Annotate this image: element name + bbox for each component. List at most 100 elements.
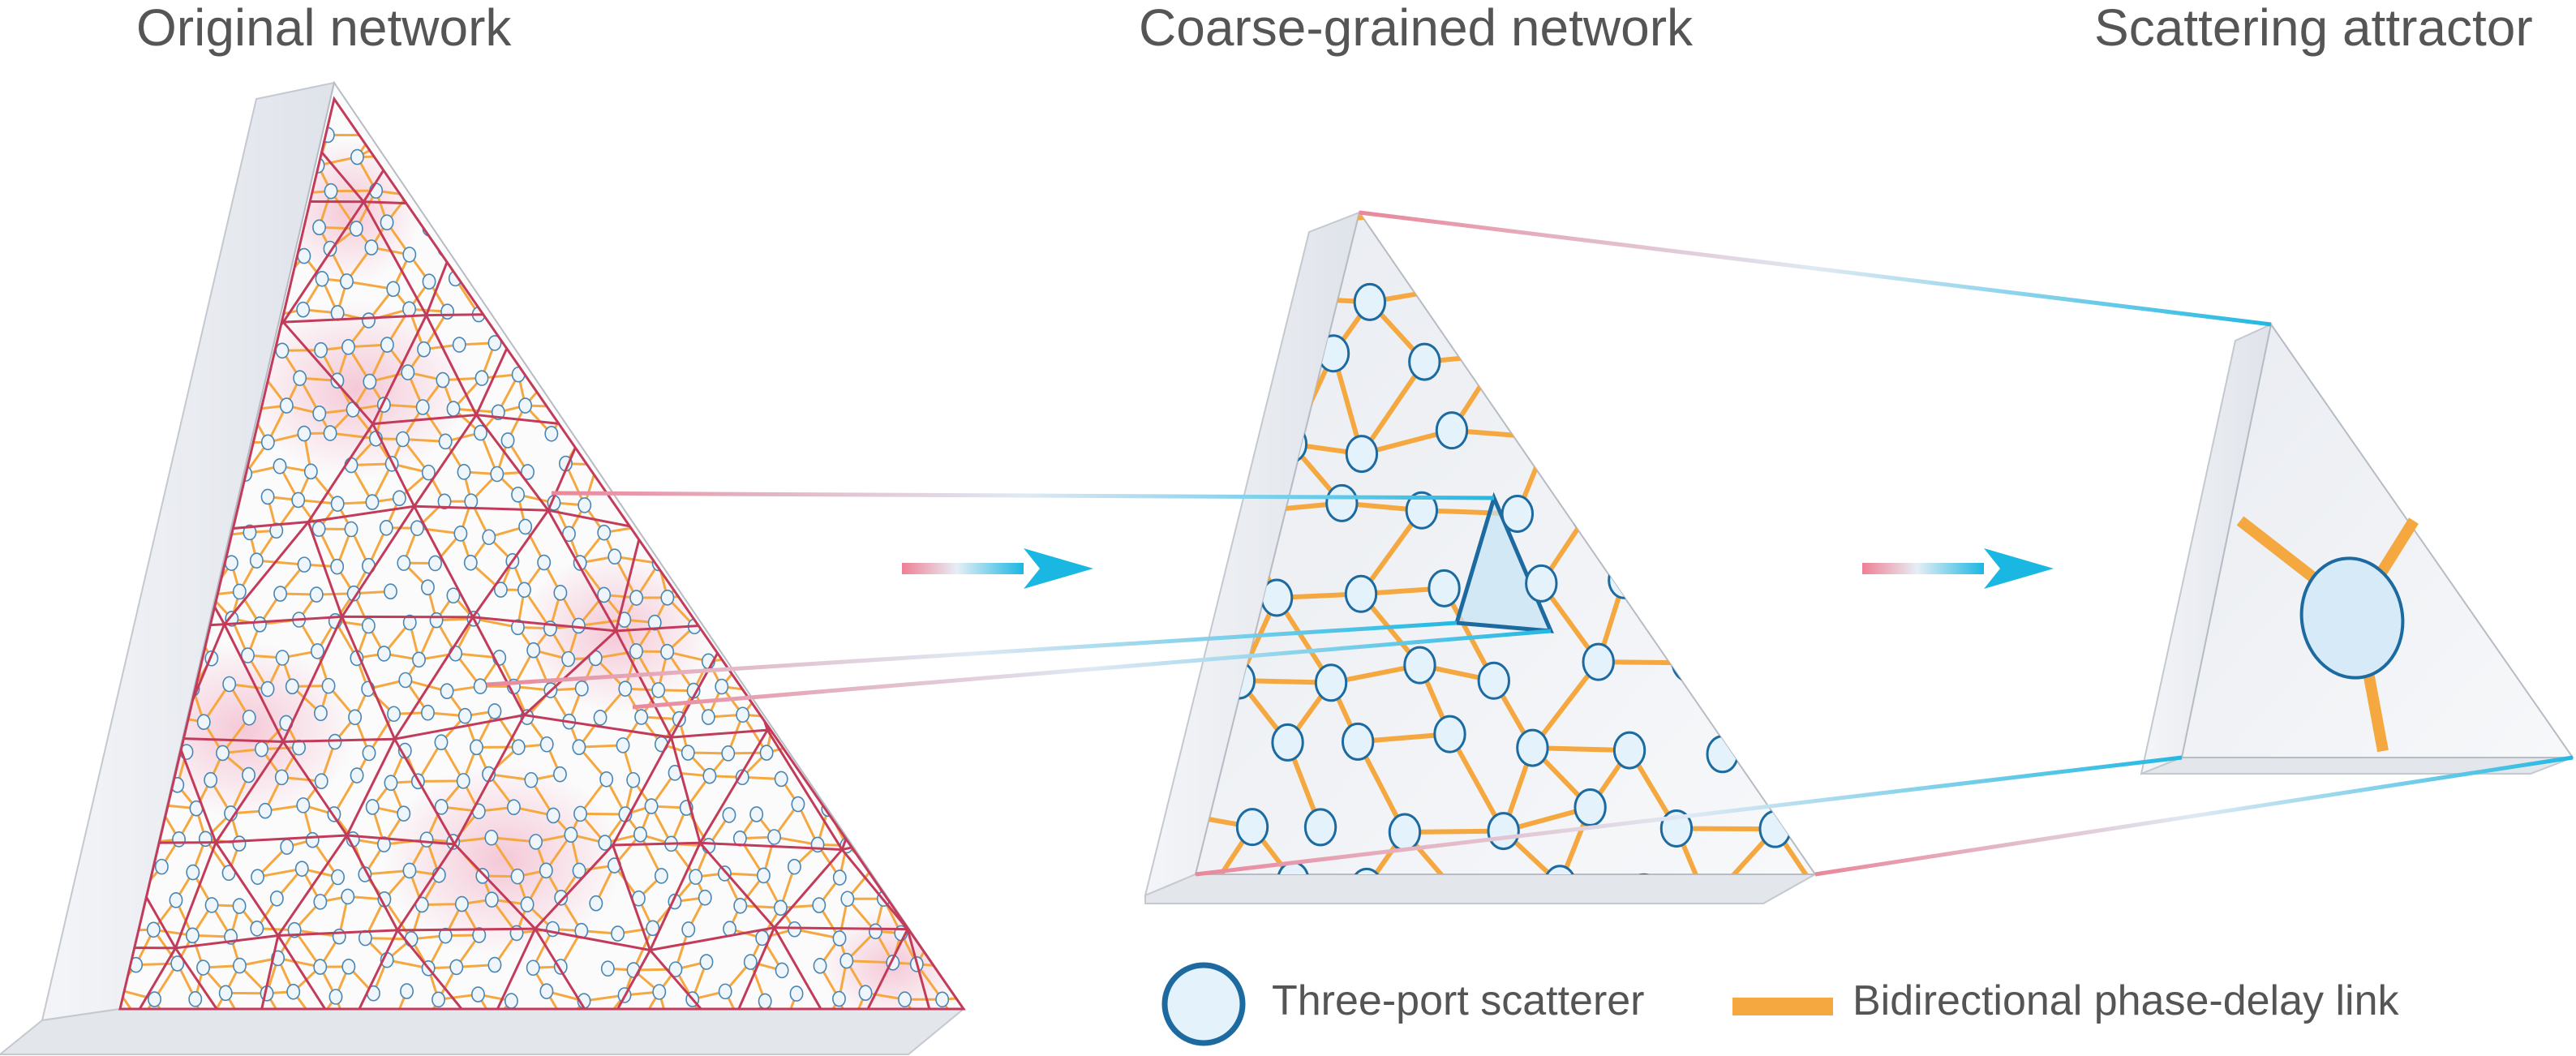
coarse-scatterer bbox=[1792, 572, 1815, 611]
mesh-link bbox=[817, 437, 838, 475]
mesh-link bbox=[505, 281, 527, 312]
coarse-link bbox=[1714, 579, 1761, 664]
mesh-link bbox=[938, 805, 964, 811]
cell-edge bbox=[120, 947, 177, 1009]
mesh-node bbox=[634, 709, 649, 725]
coarse-scatterer bbox=[1132, 512, 1162, 547]
mesh-node bbox=[700, 463, 715, 480]
mesh-node bbox=[633, 826, 647, 843]
mesh-node bbox=[934, 745, 949, 762]
mesh-node bbox=[689, 437, 704, 453]
coarse-link bbox=[1243, 212, 1313, 226]
mesh-node bbox=[455, 158, 470, 174]
mesh-node bbox=[291, 492, 306, 509]
mesh-link bbox=[525, 255, 551, 283]
mesh-link bbox=[120, 103, 122, 127]
mesh-node bbox=[986, 217, 998, 232]
coarse-scatterer bbox=[1887, 437, 1917, 473]
mesh-link bbox=[277, 956, 321, 968]
mesh-link bbox=[707, 407, 730, 443]
mesh-link bbox=[722, 221, 746, 251]
mesh-link bbox=[901, 193, 945, 199]
coarse-link bbox=[1296, 147, 1374, 148]
mesh-link bbox=[960, 281, 964, 285]
coarse-scatterer bbox=[1477, 661, 1510, 700]
mesh-link bbox=[745, 254, 766, 284]
mesh-node bbox=[986, 832, 998, 847]
mesh-node bbox=[572, 862, 586, 879]
mesh-link bbox=[120, 504, 123, 509]
mesh-node bbox=[663, 339, 678, 356]
mesh-node bbox=[241, 647, 255, 663]
mesh-link bbox=[863, 535, 884, 559]
mesh-node bbox=[120, 251, 125, 267]
cell-edge bbox=[224, 615, 342, 626]
coarse-scatterer bbox=[1546, 127, 1576, 162]
mesh-link bbox=[963, 534, 964, 557]
mesh-link bbox=[814, 714, 856, 719]
coarse-scatterer bbox=[1325, 483, 1359, 522]
mesh-node bbox=[698, 889, 712, 906]
coarse-scatterer bbox=[1341, 722, 1375, 761]
mesh-node bbox=[546, 807, 560, 824]
cell-edge bbox=[183, 102, 215, 202]
mesh-link bbox=[578, 618, 625, 627]
mesh-link bbox=[589, 66, 618, 73]
coarse-scatterer bbox=[1146, 355, 1176, 391]
coarse-link bbox=[1447, 732, 1506, 833]
mesh-node bbox=[313, 705, 328, 722]
mesh-node bbox=[430, 127, 444, 144]
mesh-link bbox=[845, 556, 865, 595]
cell-edge bbox=[307, 504, 414, 524]
mesh-link bbox=[550, 317, 565, 344]
coarse-link bbox=[1119, 296, 1187, 297]
mesh-node bbox=[404, 931, 419, 947]
mesh-node bbox=[511, 487, 526, 503]
mesh-link bbox=[671, 376, 689, 410]
mesh-node bbox=[599, 771, 614, 788]
mesh-node bbox=[573, 805, 587, 822]
mesh-node bbox=[616, 737, 630, 753]
coarse-scatterer bbox=[1823, 650, 1853, 685]
mesh-node bbox=[556, 335, 571, 351]
mesh-node bbox=[242, 709, 256, 726]
mesh-node bbox=[297, 556, 311, 573]
mesh-link bbox=[687, 371, 731, 379]
mesh-link bbox=[886, 837, 912, 872]
mesh-node bbox=[599, 99, 612, 112]
cell-edge bbox=[49, 193, 93, 325]
mesh-link bbox=[582, 186, 599, 220]
mesh-link bbox=[890, 255, 910, 281]
mesh-link bbox=[202, 683, 230, 723]
mesh-link bbox=[706, 465, 742, 474]
mesh-node bbox=[437, 493, 452, 510]
mesh-link bbox=[975, 66, 989, 96]
mesh-node bbox=[616, 305, 631, 321]
mesh-link bbox=[693, 566, 715, 594]
mesh-node bbox=[733, 155, 748, 172]
mesh-link bbox=[622, 433, 658, 443]
mesh-node bbox=[839, 643, 854, 660]
mesh-node bbox=[218, 985, 233, 1002]
mesh-node bbox=[386, 281, 401, 298]
mesh-link bbox=[585, 255, 598, 280]
mesh-node bbox=[839, 586, 853, 603]
cell-edge bbox=[281, 616, 344, 743]
mesh-link bbox=[579, 319, 604, 348]
cell-edge bbox=[534, 928, 603, 1009]
mesh-node bbox=[771, 149, 785, 165]
mesh-node bbox=[736, 706, 750, 723]
mesh-node bbox=[111, 57, 123, 71]
mesh-node bbox=[133, 215, 147, 232]
mesh-node bbox=[431, 991, 445, 1008]
mesh-link bbox=[852, 251, 874, 286]
mesh-link bbox=[706, 524, 741, 531]
mesh-node bbox=[972, 926, 985, 941]
mesh-node bbox=[814, 212, 828, 228]
mesh-node bbox=[553, 585, 568, 601]
coarse-scatterer bbox=[1196, 581, 1200, 620]
mesh-node bbox=[539, 736, 554, 753]
cell-edge bbox=[890, 311, 964, 423]
cell-edge bbox=[281, 740, 348, 836]
mesh-link bbox=[775, 497, 798, 533]
